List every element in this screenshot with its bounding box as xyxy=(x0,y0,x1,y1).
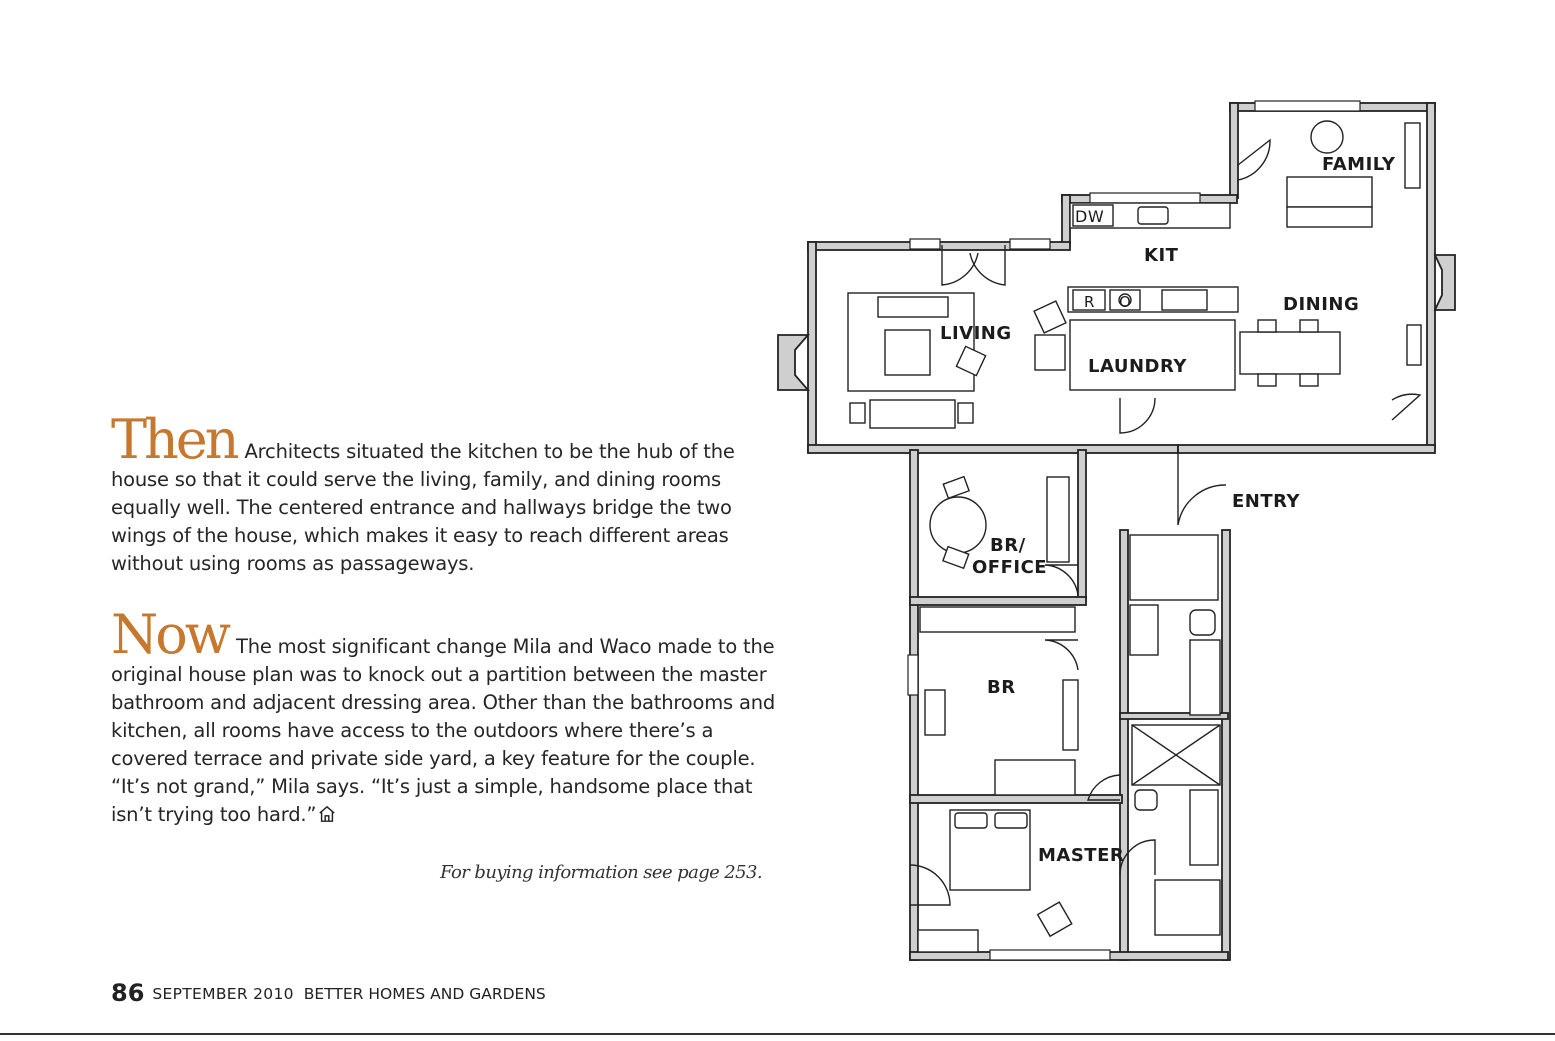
label-dining: DINING xyxy=(1283,294,1359,315)
magazine-name: BETTER HOMES AND GARDENS xyxy=(303,985,546,1003)
now-text: The most significant change Mila and Wac… xyxy=(111,635,776,826)
page-number: 86 xyxy=(111,979,145,1007)
kitchen-fixtures xyxy=(1067,202,1239,391)
now-dropword: Now xyxy=(111,603,231,666)
label-living: LIVING xyxy=(940,323,1012,344)
label-laundry: LAUNDRY xyxy=(1088,356,1187,377)
then-text: Architects situated the kitchen to be th… xyxy=(111,440,735,575)
label-oven: O xyxy=(1119,293,1131,311)
bedroom-furniture xyxy=(917,475,1079,953)
then-dropword: Then xyxy=(111,408,240,471)
page-footer: 86 SEPTEMBER 2010 BETTER HOMES AND GARDENS xyxy=(111,979,546,1007)
floor-plan: FAMILY KIT DINING LIVING LAUNDRY ENTRY B… xyxy=(777,100,1456,961)
label-br-office-line2: OFFICE xyxy=(972,557,1047,578)
house-icon xyxy=(319,805,335,822)
bath-fixtures xyxy=(1129,534,1221,936)
label-master: MASTER xyxy=(1038,845,1124,866)
label-entry: ENTRY xyxy=(1232,491,1301,512)
family-dining-furniture xyxy=(1239,120,1422,387)
label-br: BR xyxy=(987,677,1016,698)
buying-info: For buying information see page 253. xyxy=(440,862,762,883)
doors xyxy=(909,138,1422,906)
bottom-rule xyxy=(0,1033,1555,1035)
issue-date: SEPTEMBER 2010 xyxy=(152,985,294,1003)
label-dishwasher: DW xyxy=(1075,207,1104,226)
label-kit: KIT xyxy=(1144,245,1179,266)
label-refrigerator: R xyxy=(1084,293,1095,311)
windows xyxy=(907,100,1361,961)
label-br-office-line1: BR/ xyxy=(990,535,1026,556)
exterior-walls xyxy=(777,102,1456,961)
label-family: FAMILY xyxy=(1322,154,1396,175)
living-furniture xyxy=(847,292,1067,429)
